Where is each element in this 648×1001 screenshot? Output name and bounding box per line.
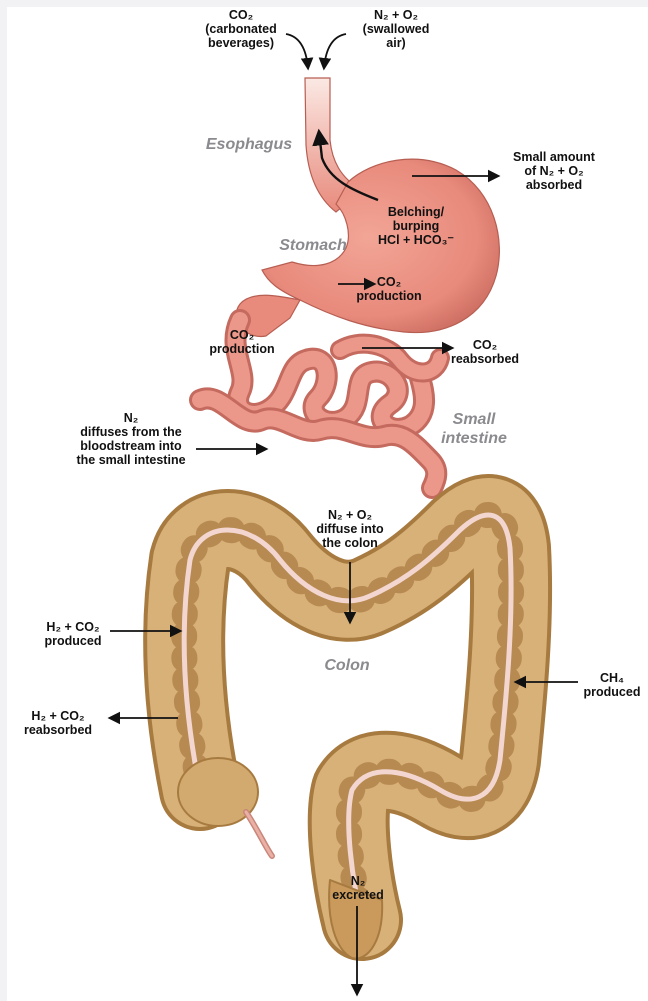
formula: N₂ + O₂ — [344, 8, 448, 22]
label-small-intestine-line2: intestine — [424, 429, 524, 448]
formula: H₂ + CO₂ — [28, 620, 118, 634]
label-co2-reabsorbed: CO₂ reabsorbed — [440, 338, 530, 366]
label-co2-beverages: CO₂ (carbonated beverages) — [188, 8, 294, 50]
label-colon: Colon — [312, 656, 382, 675]
text: the small intestine — [56, 453, 206, 467]
text: of N₂ + O₂ — [492, 164, 616, 178]
formula: N₂ — [56, 411, 206, 425]
text: beverages) — [188, 36, 294, 50]
label-stomach-co2: CO₂ production — [344, 275, 434, 303]
text: air) — [344, 36, 448, 50]
formula: CH₄ — [576, 671, 648, 685]
label-n2-excreted: N₂ excreted — [322, 874, 394, 902]
label-ch4-produced: CH₄ produced — [576, 671, 648, 699]
label-h2co2-produced: H₂ + CO₂ produced — [28, 620, 118, 648]
formula: N₂ — [322, 874, 394, 888]
text: HCl + HCO₃⁻ — [364, 233, 468, 247]
label-small-intestine: Small intestine — [424, 410, 524, 448]
text: (carbonated — [188, 22, 294, 36]
text: Small amount — [492, 150, 616, 164]
label-belching: Belching/ burping HCl + HCO₃⁻ — [364, 205, 468, 247]
text: bloodstream into — [56, 439, 206, 453]
text: Belching/ — [364, 205, 468, 219]
label-n2-diffuses: N₂ diffuses from the bloodstream into th… — [56, 411, 206, 467]
text: reabsorbed — [10, 723, 106, 737]
text: reabsorbed — [440, 352, 530, 366]
text: excreted — [322, 888, 394, 902]
formula: CO₂ — [440, 338, 530, 352]
text: the colon — [298, 536, 402, 550]
formula: H₂ + CO₂ — [10, 709, 106, 723]
formula: CO₂ — [196, 328, 288, 342]
text: diffuse into — [298, 522, 402, 536]
text: absorbed — [492, 178, 616, 192]
label-stomach: Stomach — [270, 236, 356, 255]
text: diffuses from the — [56, 425, 206, 439]
arrow-down-icon — [324, 34, 346, 68]
label-esophagus: Esophagus — [196, 135, 302, 154]
text: burping — [364, 219, 468, 233]
label-small-amount: Small amount of N₂ + O₂ absorbed — [492, 150, 616, 192]
formula: N₂ + O₂ — [298, 508, 402, 522]
text: production — [196, 342, 288, 356]
text: (swallowed — [344, 22, 448, 36]
label-small-intestine-line1: Small — [424, 410, 524, 429]
formula: CO₂ — [188, 8, 294, 22]
text: produced — [576, 685, 648, 699]
text: produced — [28, 634, 118, 648]
label-h2co2-reabsorbed: H₂ + CO₂ reabsorbed — [10, 709, 106, 737]
formula: CO₂ — [344, 275, 434, 289]
label-n2o2-air: N₂ + O₂ (swallowed air) — [344, 8, 448, 50]
text: production — [344, 289, 434, 303]
label-si-co2-production: CO₂ production — [196, 328, 288, 356]
label-n2o2-colon: N₂ + O₂ diffuse into the colon — [298, 508, 402, 550]
